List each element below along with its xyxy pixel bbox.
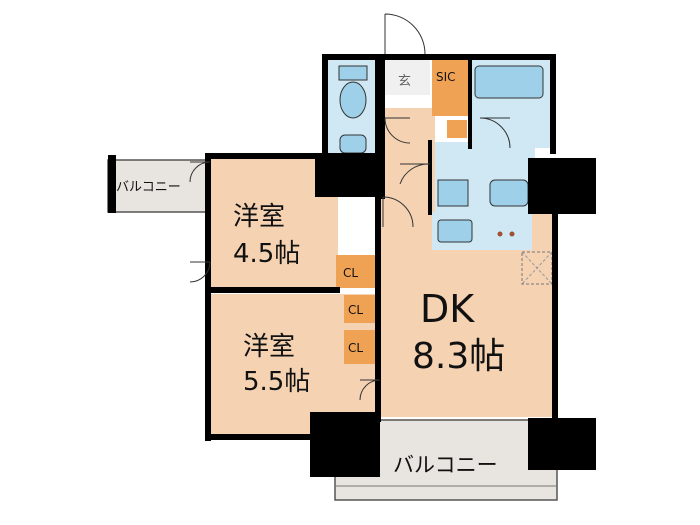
toilet-bowl: [339, 81, 367, 119]
hallway: [380, 108, 435, 198]
closet-3-label: CL: [348, 341, 363, 355]
washing-machine: [437, 179, 469, 207]
doors: [189, 13, 511, 401]
vanity: [489, 179, 529, 207]
entrance-floor: [385, 60, 430, 95]
sic-storage: [432, 60, 468, 116]
room-4-5-name: 洋室: [233, 202, 285, 232]
toilet-tank: [338, 65, 368, 81]
dk-name: DK: [420, 287, 475, 331]
sink: [339, 134, 367, 154]
room-4-5-size: 4.5帖: [233, 239, 300, 269]
closet-2-label: CL: [348, 303, 363, 317]
room-5-5-name: 洋室: [243, 332, 295, 362]
stove-burner-icon: [509, 231, 515, 237]
bottom-balcony-label: バルコニー: [393, 453, 498, 477]
room-5-5-size: 5.5帖: [243, 367, 310, 397]
closet-1-label: CL: [343, 266, 358, 280]
entrance-label: 玄: [398, 74, 411, 89]
closet-2: [344, 295, 376, 323]
left-balcony-label: バルコニー: [116, 180, 181, 195]
walls: [205, 54, 596, 477]
dk-size: 8.3帖: [412, 336, 505, 377]
left-balcony: [107, 159, 211, 213]
closet-1: [336, 255, 376, 288]
closet-3: [344, 330, 376, 364]
stove-burner-icon: [497, 231, 503, 237]
sic-label: SIC: [436, 70, 456, 84]
kitchen-sink: [437, 219, 473, 243]
bathtub: [474, 65, 544, 99]
